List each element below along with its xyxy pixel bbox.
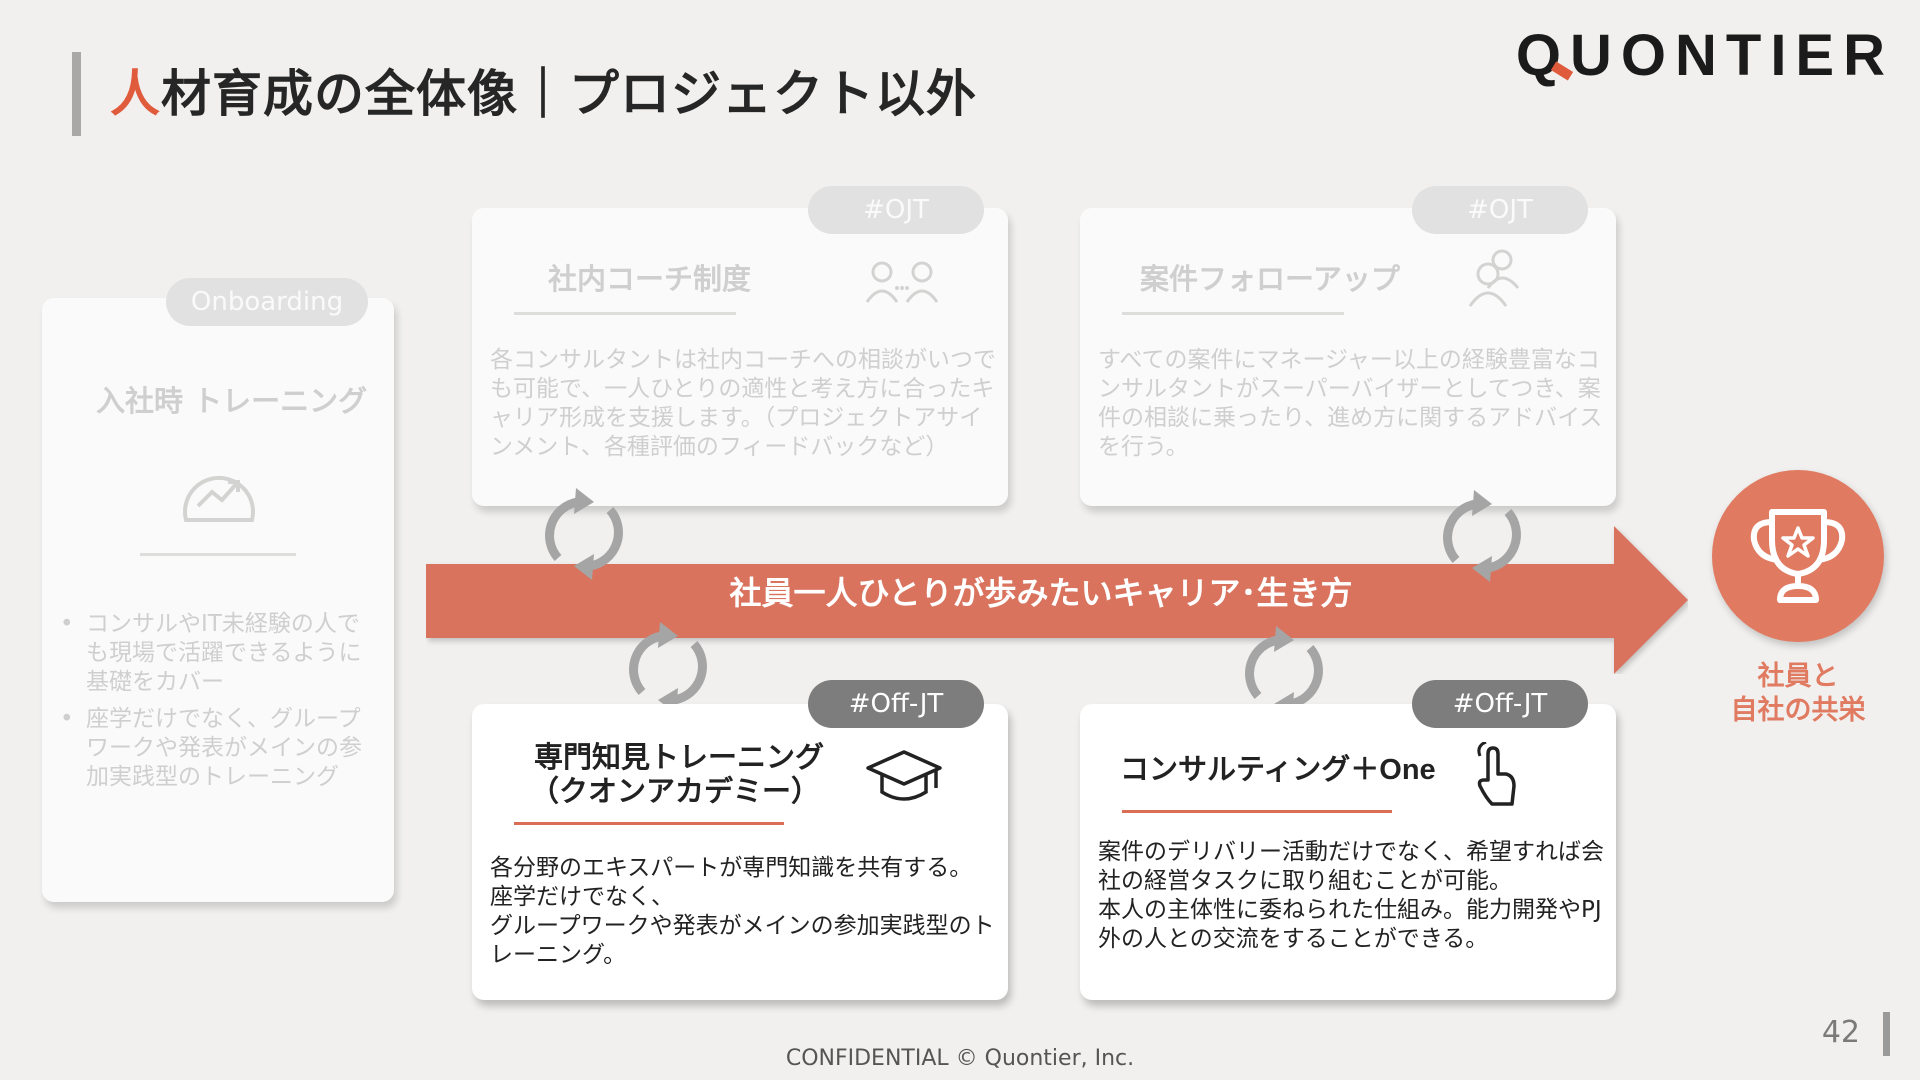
trophy-icon [1750, 509, 1846, 603]
academy-body-line2: 座学だけでなく、 [490, 884, 674, 910]
plusone-title-bold: One [1379, 754, 1436, 786]
goal-line1: 社員と [1757, 661, 1839, 692]
page-number-bar [1883, 1012, 1890, 1056]
coach-body: 各コンサルタントは社内コーチへの相談がいつでも可能で、一人ひとりの適性と考え方に… [490, 347, 996, 460]
plusone-underline [1122, 810, 1392, 813]
onboarding-bullet-1: コンサルやIT未経験の人でも現場で活躍できるように基礎をカバー [56, 610, 374, 697]
follow-title: 案件フォローアップ [1140, 262, 1400, 296]
onboarding-card: 入社時 トレーニング コンサルやIT未経験の人でも現場で活躍できるように基礎をカ… [42, 298, 394, 902]
academy-underline [514, 822, 784, 825]
onboarding-bullet-2: 座学だけでなく、グループワークや発表がメインの参加実践型のトレーニング [56, 705, 374, 792]
hand-pointer-icon [1477, 742, 1516, 806]
cycle-arrows-icon [629, 622, 707, 714]
academy-body-line1: 各分野のエキスパートが専門知識を共有する。 [490, 855, 973, 881]
page-number: 42 [1821, 1015, 1860, 1050]
logo-text: UONTIER [1570, 23, 1894, 88]
people-icon [865, 261, 939, 303]
title-accent-bar [72, 52, 81, 136]
onboarding-bullets: コンサルやIT未経験の人でも現場で活躍できるように基礎をカバー 座学だけでなく、… [56, 610, 374, 800]
onboarding-title: 入社時 トレーニング [96, 384, 368, 418]
academy-tag: #Off-JT [808, 680, 984, 728]
growth-chart-icon [183, 475, 255, 522]
goal-text: 社員と 自社の共栄 [1700, 660, 1896, 728]
academy-body-line3: グループワークや発表がメインの参加実践型のトレーニング。 [490, 913, 995, 968]
plusone-body-line2: 本人の主体性に委ねられた仕組み。能力開発やPJ外の人との交流をすることができる。 [1098, 897, 1602, 952]
plusone-title: コンサルティング＋One [1120, 752, 1436, 786]
follow-body: すべての案件にマネージャー以上の経験豊富なコンサルタントがスーパーバイザーとして… [1098, 347, 1603, 460]
title-accent-char: 人 [110, 65, 161, 123]
academy-title-line2: （クオンアカデミー） [530, 774, 821, 808]
plusone-tag: #Off-JT [1412, 680, 1588, 728]
follow-tag: #OJT [1412, 186, 1588, 234]
plusone-body: 案件のデリバリー活動だけでなく、希望すれば会社の経営タスクに取り組むことが可能。… [1098, 838, 1606, 954]
plusone-card: コンサルティング＋One 案件のデリバリー活動だけでなく、希望すれば会社の経営タ… [1080, 704, 1616, 1000]
cycle-arrows-icon [545, 488, 623, 580]
logo-q: Q [1516, 22, 1574, 89]
career-arrow-label: 社員一人ひとりが歩みたいキャリア･生き方 [729, 574, 1353, 612]
plusone-body-line1: 案件のデリバリー活動だけでなく、希望すれば会社の経営タスクに取り組むことが可能。 [1098, 839, 1604, 894]
coach-title: 社内コーチ制度 [548, 262, 752, 296]
onboarding-underline [140, 553, 296, 556]
goal-line2: 自社の共栄 [1730, 695, 1866, 726]
follow-underline [1122, 312, 1344, 315]
footer-confidential: CONFIDENTIAL © Quontier, Inc. [785, 1046, 1135, 1071]
coach-tag: #OJT [808, 186, 984, 234]
academy-card: 専門知見トレーニング （クオンアカデミー） 各分野のエキスパートが専門知識を共有… [472, 704, 1008, 1000]
follow-card: 案件フォローアップ すべての案件にマネージャー以上の経験豊富なコンサルタントがス… [1080, 208, 1616, 506]
trophy-circle [1712, 470, 1884, 642]
graduation-cap-icon [866, 750, 942, 801]
coach-underline [514, 312, 736, 315]
academy-body: 各分野のエキスパートが専門知識を共有する。 座学だけでなく、 グループワークや発… [490, 854, 998, 970]
career-arrow [426, 526, 1688, 674]
person-group-icon [1468, 249, 1520, 307]
title-text: 材育成の全体像｜プロジェクト以外 [161, 65, 977, 123]
cycle-arrows-icon [1443, 490, 1521, 582]
academy-title-line1: 専門知見トレーニング [534, 740, 825, 774]
onboarding-tag: Onboarding [166, 278, 368, 326]
page-title: 人材育成の全体像｜プロジェクト以外 [110, 54, 977, 126]
coach-card: 社内コーチ制度 各コンサルタントは社内コーチへの相談がいつでも可能で、一人ひとり… [472, 208, 1008, 506]
